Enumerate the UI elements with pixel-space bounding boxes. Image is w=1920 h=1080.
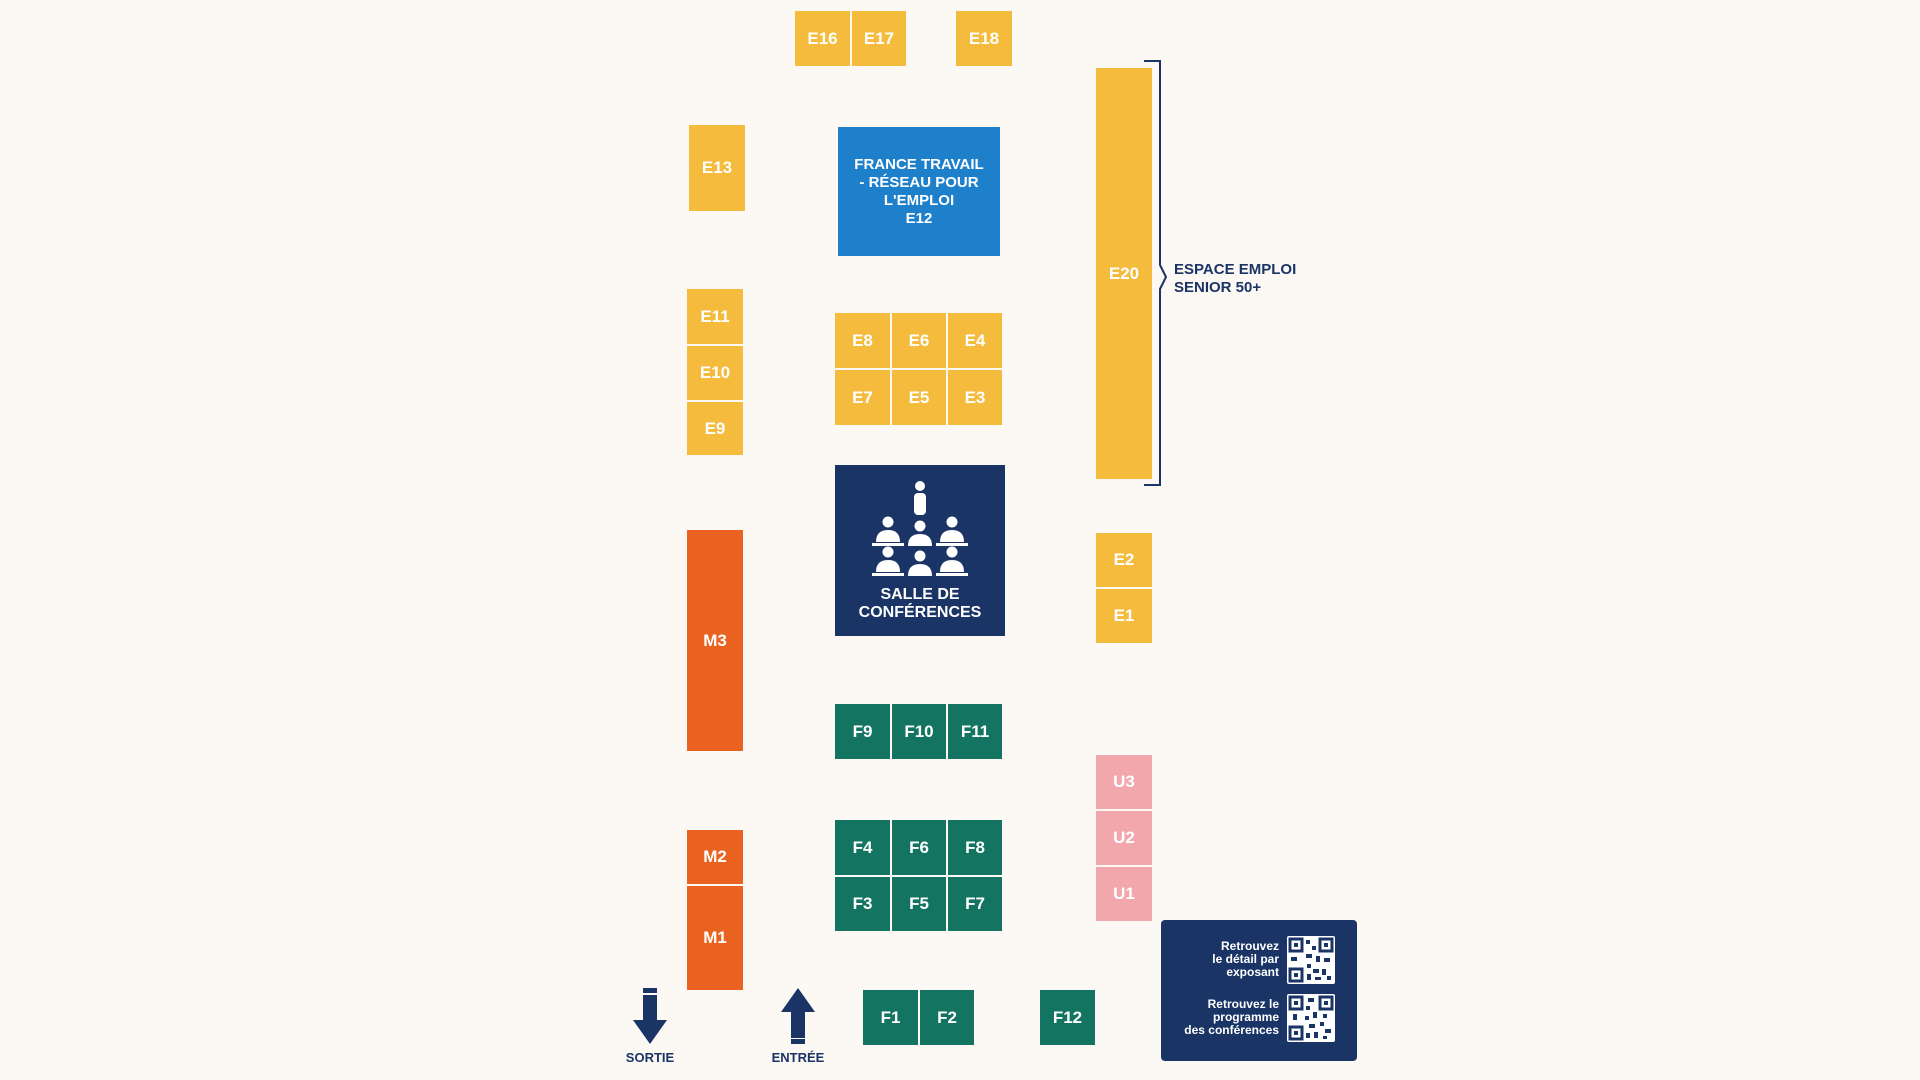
booth-f1[interactable]: F1 — [863, 990, 918, 1045]
france-travail-line2: - RÉSEAU POUR — [859, 173, 979, 191]
booth-u1[interactable]: U1 — [1096, 865, 1152, 921]
booth-e18[interactable]: E18 — [956, 11, 1012, 66]
booth-e16[interactable]: E16 — [795, 11, 850, 66]
qr-program-line3: des conférences — [1184, 1023, 1279, 1037]
conference-room[interactable]: SALLE DE CONFÉRENCES — [835, 465, 1005, 636]
booth-e4[interactable]: E4 — [946, 313, 1002, 368]
booth-e7[interactable]: E7 — [835, 368, 890, 425]
booth-f9[interactable]: F9 — [835, 704, 890, 759]
booth-f5[interactable]: F5 — [890, 875, 946, 931]
qr-program-line1: Retrouvez le — [1207, 997, 1279, 1011]
exit-marker: SORTIE — [620, 988, 680, 1065]
exit-label: SORTIE — [625, 1050, 675, 1065]
qr-code-icon[interactable] — [1287, 936, 1335, 984]
booth-f3[interactable]: F3 — [835, 875, 890, 931]
booth-m1[interactable]: M1 — [687, 884, 743, 990]
arrow-up-icon — [781, 988, 815, 1044]
conference-room-line1: SALLE DE — [880, 585, 960, 603]
booth-f2[interactable]: F2 — [918, 990, 974, 1045]
senior-zone-bracket — [1144, 60, 1168, 486]
senior-zone-line2: SENIOR 50+ — [1174, 279, 1262, 296]
booth-e12-france-travail[interactable]: FRANCE TRAVAIL - RÉSEAU POUR L'EMPLOI E1… — [838, 127, 1000, 256]
qr-exhibitor-line3: exposant — [1226, 965, 1279, 979]
qr-row-program: Retrouvez le programme des conférences — [1161, 994, 1357, 1048]
booth-m3[interactable]: M3 — [687, 530, 743, 751]
booth-e13[interactable]: E13 — [689, 125, 745, 211]
booth-e11[interactable]: E11 — [687, 289, 743, 344]
conference-room-line2: CONFÉRENCES — [858, 603, 982, 621]
qr-exhibitor-line1: Retrouvez — [1220, 939, 1279, 953]
qr-row-exhibitor: Retrouvez le détail par exposant — [1161, 936, 1357, 990]
qr-program-line2: programme — [1212, 1010, 1279, 1024]
booth-e3[interactable]: E3 — [946, 368, 1002, 425]
booth-e5[interactable]: E5 — [890, 368, 946, 425]
booth-e10[interactable]: E10 — [687, 344, 743, 400]
booth-f10[interactable]: F10 — [890, 704, 946, 759]
qr-program-text: Retrouvez le programme des conférences — [1169, 998, 1279, 1037]
qr-exhibitor-line2: le détail par — [1212, 952, 1279, 966]
arrow-down-icon — [633, 988, 667, 1044]
booth-f6[interactable]: F6 — [890, 820, 946, 875]
qr-code-icon[interactable] — [1287, 994, 1335, 1042]
entrance-label: ENTRÉE — [771, 1050, 825, 1065]
booth-f7[interactable]: F7 — [946, 875, 1002, 931]
booth-e9[interactable]: E9 — [687, 400, 743, 455]
france-travail-line3: L'EMPLOI — [883, 191, 955, 209]
france-travail-code: E12 — [905, 209, 933, 227]
booth-e6[interactable]: E6 — [890, 313, 946, 368]
booth-f11[interactable]: F11 — [946, 704, 1002, 759]
senior-zone-label: ESPACE EMPLOI SENIOR 50+ — [1174, 261, 1296, 297]
entrance-marker: ENTRÉE — [768, 988, 828, 1065]
conference-room-label: SALLE DE CONFÉRENCES — [859, 586, 982, 622]
qr-exhibitor-text: Retrouvez le détail par exposant — [1169, 940, 1279, 979]
qr-info-panel: Retrouvez le détail par exposant — [1161, 920, 1357, 1061]
booth-e2[interactable]: E2 — [1096, 533, 1152, 587]
booth-e1[interactable]: E1 — [1096, 587, 1152, 643]
france-travail-line1: FRANCE TRAVAIL — [854, 155, 984, 173]
booth-e8[interactable]: E8 — [835, 313, 890, 368]
audience-icon — [872, 480, 968, 576]
booth-f12[interactable]: F12 — [1040, 990, 1095, 1045]
booth-e20[interactable]: E20 — [1096, 68, 1152, 479]
booth-u3[interactable]: U3 — [1096, 755, 1152, 809]
booth-f4[interactable]: F4 — [835, 820, 890, 875]
booth-f8[interactable]: F8 — [946, 820, 1002, 875]
senior-zone-line1: ESPACE EMPLOI — [1174, 261, 1297, 278]
booth-e17[interactable]: E17 — [850, 11, 906, 66]
booth-u2[interactable]: U2 — [1096, 809, 1152, 865]
booth-m2[interactable]: M2 — [687, 830, 743, 884]
